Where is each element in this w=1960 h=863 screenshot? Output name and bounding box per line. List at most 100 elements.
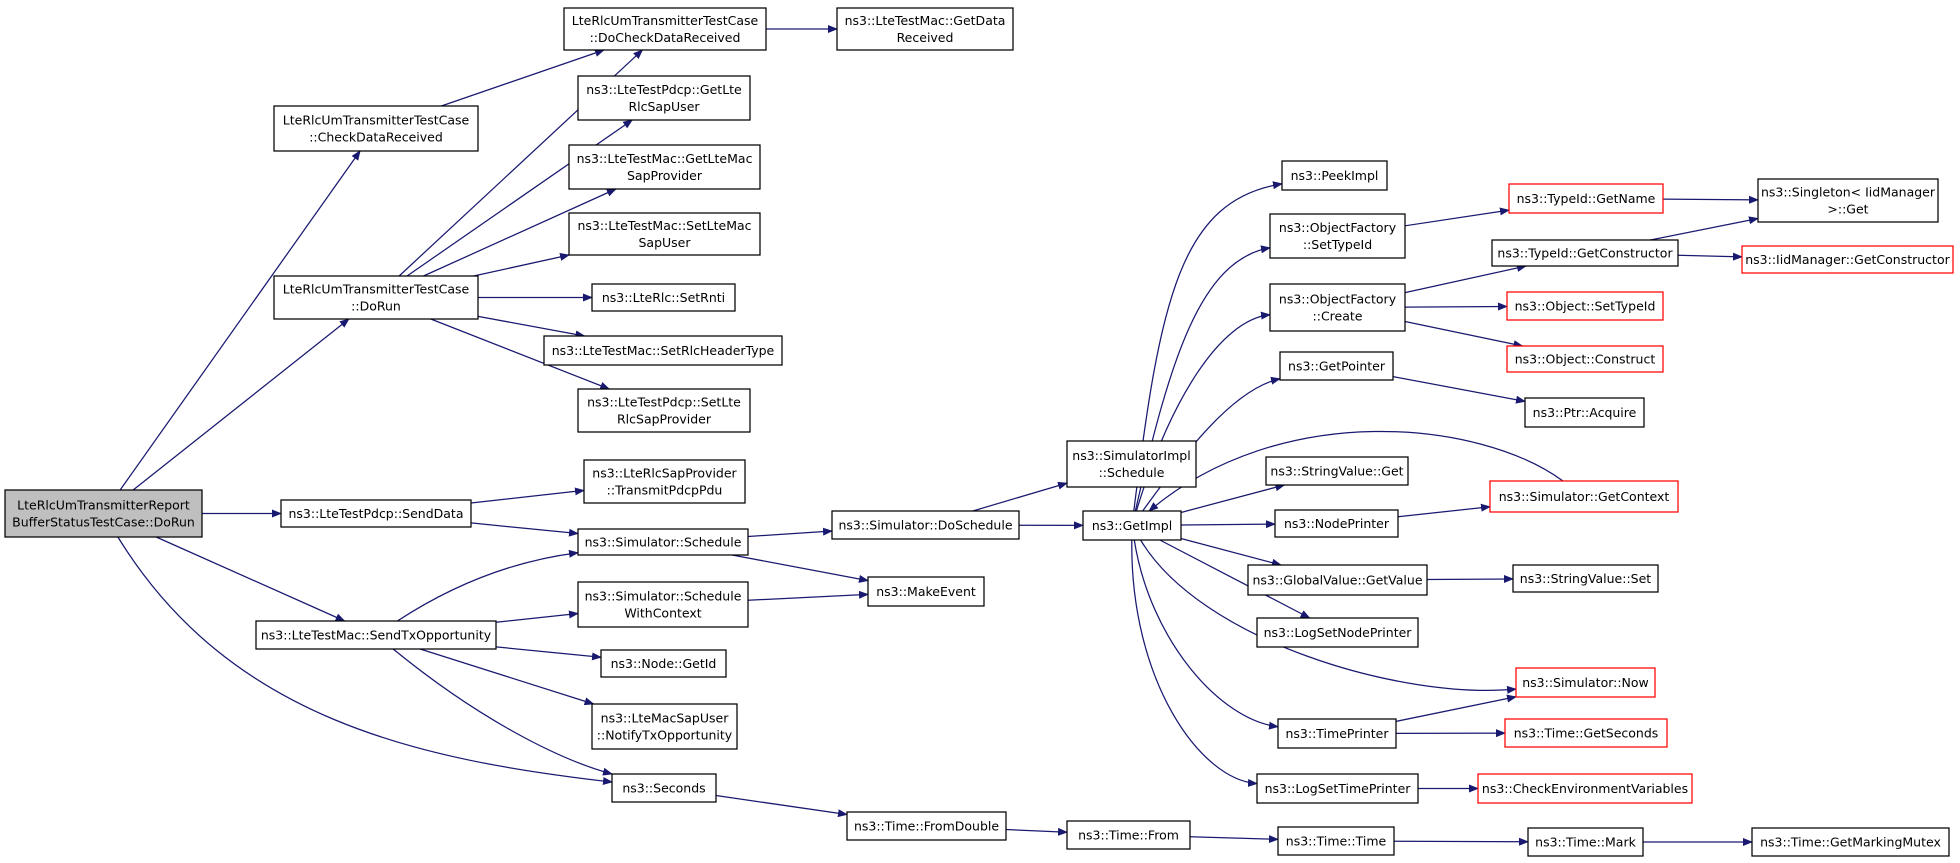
node-label-line: ns3::Simulator::Schedule bbox=[585, 535, 742, 550]
node-label-line: ::Schedule bbox=[1099, 465, 1165, 480]
node-box bbox=[577, 581, 749, 628]
node-box bbox=[1515, 667, 1656, 698]
node-box bbox=[4, 489, 203, 538]
node-label-line: ns3::SimulatorImpl bbox=[1072, 448, 1190, 463]
node-box bbox=[1491, 239, 1679, 267]
node-typeid_getctor[interactable]: ns3::TypeId::GetConstructor bbox=[1491, 239, 1679, 267]
node-label-line: ns3::Time::GetSeconds bbox=[1514, 726, 1659, 741]
node-logsettime[interactable]: ns3::LogSetTimePrinter bbox=[1256, 773, 1419, 804]
node-root[interactable]: LteRlcUmTransmitterReportBufferStatusTes… bbox=[4, 489, 203, 538]
node-sim_sched[interactable]: ns3::Simulator::Schedule bbox=[577, 528, 749, 556]
node-label-line: ns3::MakeEvent bbox=[876, 584, 976, 599]
node-label-line: ns3::LteTestPdcp::SendData bbox=[288, 506, 463, 521]
node-senddata[interactable]: ns3::LteTestPdcp::SendData bbox=[280, 499, 472, 528]
node-box bbox=[577, 528, 749, 556]
node-typeid_getname[interactable]: ns3::TypeId::GetName bbox=[1508, 183, 1664, 214]
node-transmit[interactable]: ns3::LteRlcSapProvider::TransmitPdcpPdu bbox=[583, 459, 746, 504]
edge-senddata-to-transmit bbox=[470, 487, 585, 504]
node-getimpl[interactable]: ns3::GetImpl bbox=[1082, 510, 1182, 541]
node-fromdouble[interactable]: ns3::Time::FromDouble bbox=[846, 811, 1007, 841]
node-label-line: ns3::Seconds bbox=[622, 781, 705, 796]
edge-of_create-to-obj_settype bbox=[1404, 302, 1508, 311]
node-box bbox=[1269, 283, 1406, 332]
node-timeprinter[interactable]: ns3::TimePrinter bbox=[1277, 718, 1397, 749]
node-label-line: ns3::GlobalValue::GetValue bbox=[1252, 573, 1422, 588]
node-setrlchdr[interactable]: ns3::LteTestMac::SetRlcHeaderType bbox=[543, 335, 783, 366]
node-setrnti[interactable]: ns3::LteRlc::SetRnti bbox=[591, 283, 736, 312]
edge-getimpl-to-getpointer bbox=[1142, 376, 1281, 512]
node-label-line: ns3::PeekImpl bbox=[1291, 168, 1379, 183]
node-box bbox=[280, 499, 472, 528]
edge-time_time-to-time_mark bbox=[1393, 837, 1529, 846]
node-obj_construct[interactable]: ns3::Object::Construct bbox=[1506, 345, 1664, 373]
node-label-line: ns3::StringValue::Get bbox=[1270, 464, 1403, 479]
node-sv_get[interactable]: ns3::StringValue::Get bbox=[1265, 456, 1409, 486]
node-label-line: ns3::Simulator::DoSchedule bbox=[838, 518, 1012, 533]
node-sim_now[interactable]: ns3::Simulator::Now bbox=[1515, 667, 1656, 698]
node-label-line: ns3::Ptr::Acquire bbox=[1533, 405, 1637, 420]
node-box bbox=[1256, 773, 1419, 804]
edge-dorun-to-mac_setlte bbox=[473, 253, 571, 277]
node-label-line: ns3::LogSetTimePrinter bbox=[1265, 781, 1412, 796]
node-docdr[interactable]: LteRlcUmTransmitterTestCase::DoCheckData… bbox=[563, 7, 767, 51]
edge-typeid_getctor-to-iid_getctor bbox=[1677, 252, 1743, 261]
node-label-line: ns3::LteMacSapUser bbox=[601, 711, 730, 726]
node-simimpl_sched[interactable]: ns3::SimulatorImpl::Schedule bbox=[1066, 440, 1197, 488]
node-checkenv[interactable]: ns3::CheckEnvironmentVariables bbox=[1477, 773, 1693, 804]
edge-root-to-sendtx bbox=[155, 536, 346, 622]
node-label-line: ns3::Object::SetTypeId bbox=[1515, 299, 1656, 314]
node-box bbox=[568, 212, 761, 256]
node-singleton[interactable]: ns3::Singleton< IidManager>::Get bbox=[1757, 178, 1939, 223]
node-peekimpl[interactable]: ns3::PeekImpl bbox=[1281, 160, 1388, 191]
node-box bbox=[1751, 827, 1950, 857]
node-sv_set[interactable]: ns3::StringValue::Set bbox=[1512, 564, 1659, 593]
node-logsetnode[interactable]: ns3::LogSetNodePrinter bbox=[1256, 617, 1419, 648]
edge-typeid_getctor-to-singleton bbox=[1649, 216, 1759, 241]
node-label-line: ::TransmitPdcpPdu bbox=[607, 483, 723, 498]
edge-sendtx-to-sim_sched bbox=[397, 549, 579, 622]
node-label-line: LteRlcUmTransmitterTestCase bbox=[283, 282, 470, 297]
node-makeevent[interactable]: ns3::MakeEvent bbox=[867, 576, 985, 607]
node-getpointer[interactable]: ns3::GetPointer bbox=[1279, 351, 1394, 381]
nodes-layer: LteRlcUmTransmitterReportBufferStatusTes… bbox=[4, 7, 1954, 857]
node-time_mark[interactable]: ns3::Time::Mark bbox=[1527, 827, 1644, 857]
node-from[interactable]: ns3::Time::From bbox=[1066, 820, 1191, 850]
edge-getimpl-to-nodeprinter bbox=[1180, 520, 1276, 529]
edge-getimpl-to-gv_getvalue bbox=[1180, 537, 1282, 567]
node-gv_getvalue[interactable]: ns3::GlobalValue::GetValue bbox=[1247, 564, 1428, 596]
node-getmutex[interactable]: ns3::Time::GetMarkingMutex bbox=[1751, 827, 1950, 857]
edge-cdr-to-docdr bbox=[441, 49, 605, 107]
node-iid_getctor[interactable]: ns3::IidManager::GetConstructor bbox=[1741, 245, 1954, 274]
node-sendtx[interactable]: ns3::LteTestMac::SendTxOpportunity bbox=[255, 620, 497, 650]
node-time_getsec[interactable]: ns3::Time::GetSeconds bbox=[1504, 718, 1668, 748]
node-dosched[interactable]: ns3::Simulator::DoSchedule bbox=[831, 510, 1020, 540]
node-nodeprinter[interactable]: ns3::NodePrinter bbox=[1274, 509, 1399, 538]
node-box bbox=[255, 620, 497, 650]
node-label-line: ::DoRun bbox=[351, 299, 401, 314]
node-cdr[interactable]: LteRlcUmTransmitterTestCase::CheckDataRe… bbox=[273, 105, 479, 152]
node-dorun[interactable]: LteRlcUmTransmitterTestCase::DoRun bbox=[273, 275, 479, 320]
edges-layer bbox=[117, 25, 1759, 846]
node-label-line: ns3::TimePrinter bbox=[1286, 726, 1390, 741]
node-of_create[interactable]: ns3::ObjectFactory::Create bbox=[1269, 283, 1406, 332]
node-notifytx[interactable]: ns3::LteMacSapUser::NotifyTxOpportunity bbox=[591, 703, 738, 750]
node-seconds[interactable]: ns3::Seconds bbox=[611, 773, 717, 803]
node-of_settype[interactable]: ns3::ObjectFactory::SetTypeId bbox=[1269, 213, 1406, 259]
node-getid[interactable]: ns3::Node::GetId bbox=[600, 649, 727, 678]
node-obj_settype[interactable]: ns3::Object::SetTypeId bbox=[1506, 291, 1664, 321]
node-box bbox=[867, 576, 985, 607]
node-ptr_acquire[interactable]: ns3::Ptr::Acquire bbox=[1524, 397, 1645, 428]
node-label-line: Received bbox=[897, 30, 954, 45]
node-time_time[interactable]: ns3::Time::Time bbox=[1277, 826, 1395, 856]
node-sim_getctx[interactable]: ns3::Simulator::GetContext bbox=[1489, 480, 1679, 513]
node-label-line: ns3::LteTestPdcp::GetLte bbox=[586, 82, 742, 97]
node-label-line: ns3::Singleton< IidManager bbox=[1761, 185, 1936, 200]
node-label-line: LteRlcUmTransmitterTestCase bbox=[283, 113, 470, 128]
edge-sendtx-to-notifytx bbox=[419, 648, 595, 706]
